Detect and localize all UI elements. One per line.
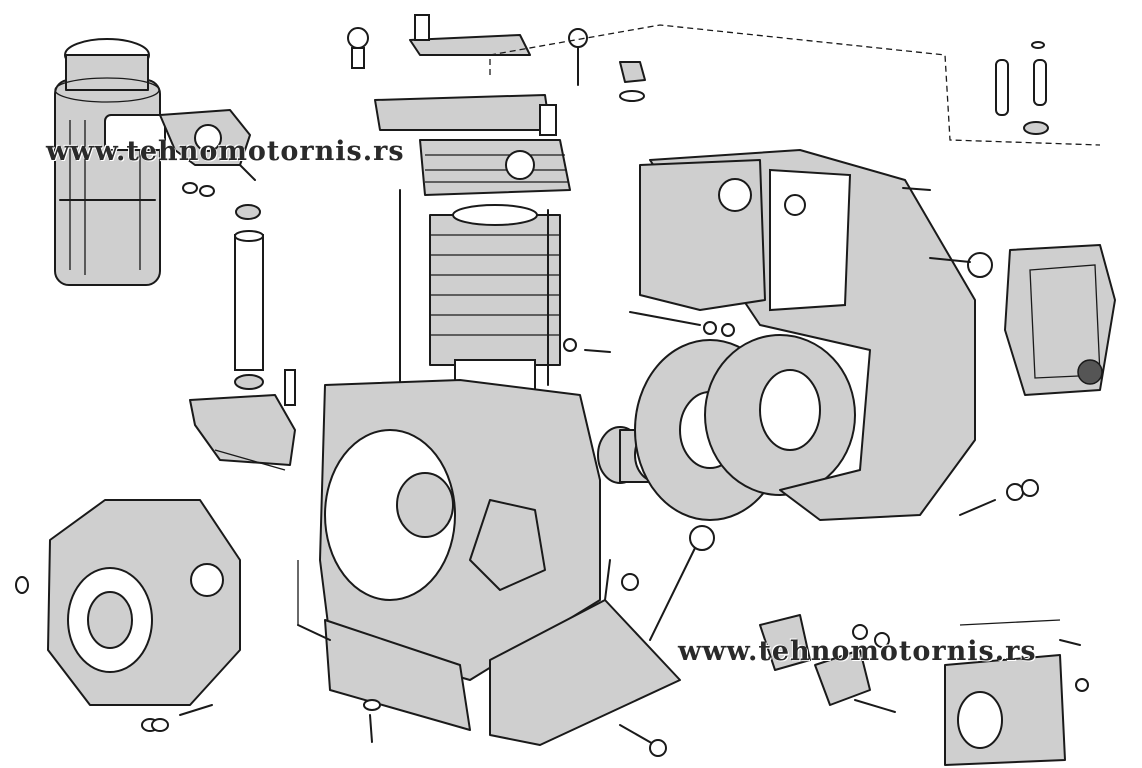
mounting-foot — [489, 559, 681, 757]
dipstick — [649, 525, 715, 641]
bearing-housing-left — [47, 499, 241, 732]
intake-elbow — [159, 109, 256, 181]
reference-line — [489, 24, 1101, 146]
headlight — [929, 244, 1116, 396]
fan-shroud — [639, 149, 976, 521]
rocker-bracket — [189, 369, 296, 471]
watermark-text: www.tehnomotornis.rs — [678, 636, 1037, 667]
pushrod-tube — [234, 230, 264, 390]
studs-top-right — [995, 41, 1049, 135]
rocker-arm-top — [347, 14, 646, 102]
flywheel-housing — [634, 334, 856, 521]
crankcase-detail — [944, 619, 1089, 766]
air-filter — [54, 38, 166, 286]
governor-assembly — [759, 614, 896, 713]
cylinder-head — [374, 94, 571, 196]
crankcase — [297, 379, 601, 731]
watermark-text: www.tehnomotornis.rs — [46, 136, 405, 167]
bolts-and-nuts — [363, 187, 1039, 743]
washers-left — [15, 182, 261, 594]
cylinder-barrel — [399, 189, 561, 411]
